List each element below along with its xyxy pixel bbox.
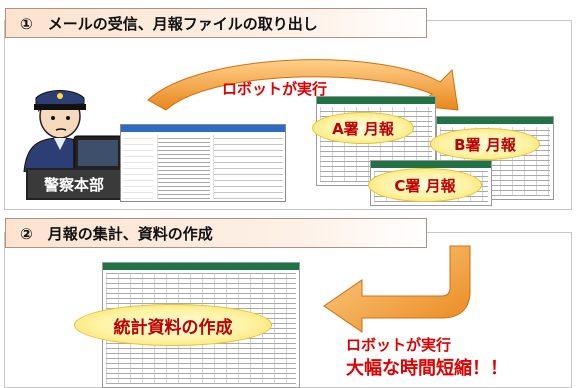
email-client-screenshot	[120, 124, 286, 202]
file-b-label: B署 月報	[454, 135, 516, 154]
step1-banner: ① メールの受信、月報ファイルの取り出し	[5, 8, 427, 38]
file-c-label: C署 月報	[394, 176, 456, 195]
robot-label-bottom: ロボットが実行	[346, 336, 452, 354]
step2-banner: ② 月報の集計、資料の作成	[5, 218, 427, 248]
file-c-oval: C署 月報	[368, 168, 482, 202]
file-b-oval: B署 月報	[430, 128, 540, 160]
result-label: 統計資料の作成	[113, 317, 233, 338]
step1-title: ① メールの受信、月報ファイルの取り出し	[20, 15, 318, 33]
result-oval: 統計資料の作成	[74, 304, 272, 346]
time-saving-label: 大幅な時間短縮！！	[346, 358, 508, 379]
robot-label-top: ロボットが実行	[222, 80, 328, 98]
police-officer-icon	[23, 90, 123, 172]
file-a-oval: A署 月報	[312, 112, 414, 144]
file-a-label: A署 月報	[332, 119, 394, 138]
curved-arrow-top-icon	[147, 59, 459, 111]
hq-label-box: 警察本部	[26, 168, 122, 200]
hq-label: 警察本部	[43, 175, 104, 194]
bent-arrow-icon	[323, 245, 471, 333]
step2-title: ② 月報の集計、資料の作成	[20, 225, 213, 243]
